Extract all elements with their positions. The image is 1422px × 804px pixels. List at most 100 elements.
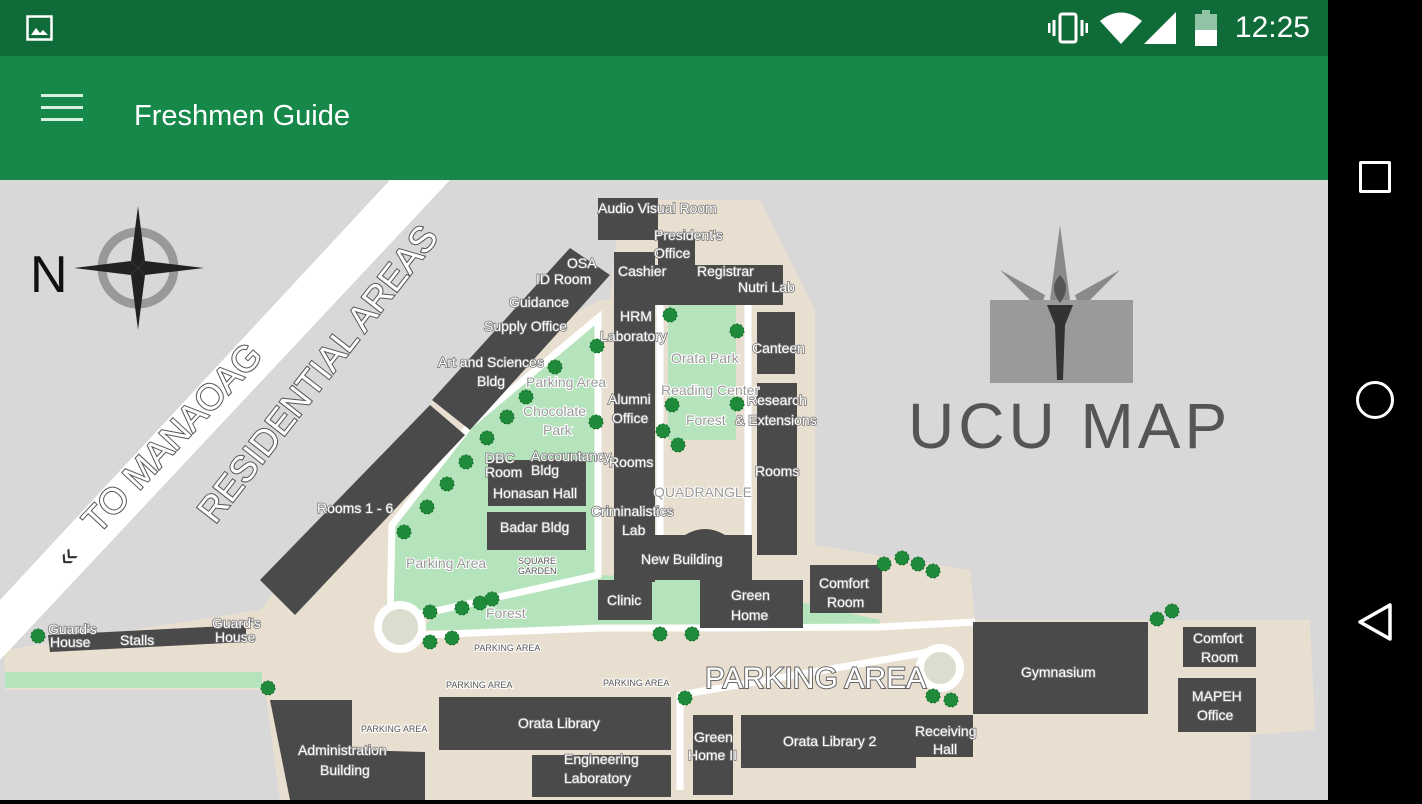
- tree-icon: [444, 630, 460, 646]
- svg-text:PARKING AREA: PARKING AREA: [705, 662, 926, 695]
- building-label-comfort1b[interactable]: Room: [826, 593, 865, 611]
- building-label-guard2[interactable]: Guard's: [211, 614, 261, 632]
- building-label-stalls[interactable]: Stalls: [119, 631, 155, 649]
- navigation-bar: [1328, 0, 1422, 800]
- tree-icon: [677, 690, 693, 706]
- tree-icon: [547, 359, 563, 375]
- area-label-parking1[interactable]: Parking Area: [525, 373, 607, 391]
- building-label-receiving[interactable]: Receiving: [914, 722, 977, 740]
- building-label-receiving2[interactable]: Hall: [932, 740, 958, 758]
- building-label-guidance[interactable]: Guidance: [508, 293, 570, 311]
- vibrate-icon: [1048, 12, 1088, 44]
- building-label-honasan[interactable]: Honasan Hall: [492, 484, 578, 502]
- building-label-hrm2[interactable]: Laboratory: [599, 327, 668, 345]
- building-label-registrar[interactable]: Registrar: [696, 262, 755, 280]
- home-icon[interactable]: [1356, 381, 1394, 419]
- area-label-square2[interactable]: GARDEN: [517, 565, 558, 577]
- image-icon: [26, 15, 53, 41]
- area-label-forest2[interactable]: Forest: [485, 604, 527, 622]
- building-label-mapeh2[interactable]: Office: [1196, 706, 1234, 724]
- tree-icon: [943, 692, 959, 708]
- tree-icon: [876, 556, 892, 572]
- campus-map[interactable]: N UCU MAP TO MANAOAG RESIDENTIAL AREAS P…: [0, 180, 1328, 800]
- tree-icon: [729, 396, 745, 412]
- building-label-rooms-b[interactable]: Rooms: [754, 462, 800, 480]
- building-label-arts2[interactable]: Bldg: [476, 372, 506, 390]
- building-label-admin2[interactable]: Building: [319, 761, 370, 779]
- building-label-cashier[interactable]: Cashier: [617, 262, 667, 280]
- building-label-id-room[interactable]: ID Room: [535, 270, 592, 288]
- building-label-comfort2[interactable]: Comfort: [1192, 629, 1243, 647]
- tree-icon: [454, 600, 470, 616]
- building-label-presidents[interactable]: President's: [653, 226, 723, 244]
- building-label-osa[interactable]: OSA: [566, 254, 598, 272]
- area-label-forest1[interactable]: Forest: [685, 411, 727, 429]
- building-label-dbc2[interactable]: Room: [484, 463, 523, 481]
- building-label-audio-visual[interactable]: Audio Visual Room: [597, 199, 717, 217]
- area-label-parking2[interactable]: Parking Area: [405, 554, 487, 572]
- building-label-new-building[interactable]: New Building: [640, 550, 723, 568]
- building-label-presidents2[interactable]: Office: [653, 244, 691, 262]
- building-label-comfort2b[interactable]: Room: [1200, 648, 1239, 666]
- area-label-reading[interactable]: Reading Center: [660, 381, 760, 399]
- building-label-crim[interactable]: Criminalistics: [590, 502, 674, 520]
- tree-icon: [925, 688, 941, 704]
- building-label-green-home2[interactable]: Home: [730, 606, 769, 624]
- area-label-pa4[interactable]: PARKING AREA: [360, 723, 428, 735]
- recent-apps-icon[interactable]: [1359, 161, 1391, 193]
- tree-icon: [518, 389, 534, 405]
- clock: 12:25: [1234, 11, 1310, 44]
- building-label-mapeh[interactable]: MAPEH: [1191, 687, 1242, 705]
- map-labels[interactable]: Audio Visual RoomPresident'sOfficeCashie…: [47, 199, 1243, 787]
- building-label-gym[interactable]: Gymnasium: [1020, 663, 1096, 681]
- building-label-research2[interactable]: & Extensions: [734, 411, 817, 429]
- building-label-guard1[interactable]: Guard's: [47, 620, 97, 638]
- wifi-icon: [1100, 12, 1142, 44]
- compass-north-label: N: [30, 246, 68, 304]
- building-label-nutri[interactable]: Nutri Lab: [737, 278, 796, 296]
- building-label-orata-lib[interactable]: Orata Library: [517, 714, 600, 732]
- area-label-orata-park[interactable]: Orata Park: [670, 349, 741, 367]
- tree-icon: [910, 556, 926, 572]
- building-label-rooms16[interactable]: Rooms 1 - 6: [316, 499, 394, 517]
- building-label-canteen[interactable]: Canteen: [751, 339, 806, 357]
- status-bar: 12:25: [0, 0, 1328, 56]
- area-label-pa2[interactable]: PARKING AREA: [445, 679, 513, 691]
- back-icon[interactable]: [1356, 602, 1394, 642]
- building-label-crim2[interactable]: Lab: [621, 521, 646, 539]
- area-label-quadrangle[interactable]: QUADRANGLE: [653, 483, 753, 501]
- building-label-engineering2[interactable]: Laboratory: [563, 769, 632, 787]
- building-label-supply[interactable]: Supply Office: [483, 317, 568, 335]
- tree-icon: [1149, 611, 1165, 627]
- building-label-comfort1[interactable]: Comfort: [818, 574, 869, 592]
- area-label-square[interactable]: SQUARE: [517, 555, 557, 567]
- building-label-alumni2[interactable]: Office: [611, 409, 649, 427]
- hamburger-menu-icon[interactable]: [41, 94, 83, 122]
- building-label-green-home-ii2[interactable]: Home II: [687, 746, 738, 764]
- building-label-accountancy[interactable]: Accountancy: [530, 447, 612, 465]
- building-label-research[interactable]: Research: [746, 391, 808, 409]
- area-label-chocolate2[interactable]: Park: [542, 421, 574, 439]
- area-label-pa3[interactable]: PARKING AREA: [602, 677, 670, 689]
- tree-icon: [662, 307, 678, 323]
- compass: N: [30, 206, 204, 330]
- building-label-hrm[interactable]: HRM: [619, 307, 652, 325]
- battery-icon: [1195, 10, 1217, 46]
- area-label-chocolate[interactable]: Chocolate: [522, 402, 587, 420]
- building-label-guard1b[interactable]: House: [49, 633, 91, 651]
- building-label-arts[interactable]: Art and Sciences: [437, 353, 544, 371]
- building-label-dbc[interactable]: DBC: [484, 449, 515, 467]
- building-label-green-home-ii[interactable]: Green: [693, 728, 734, 746]
- building-label-engineering[interactable]: Engineering: [563, 750, 639, 768]
- building-label-green-home[interactable]: Green: [730, 586, 771, 604]
- building-label-accountancy2[interactable]: Bldg: [530, 461, 560, 479]
- building-label-guard2b[interactable]: House: [214, 628, 256, 646]
- building-label-alumni[interactable]: Alumni: [607, 390, 651, 408]
- building-label-badar[interactable]: Badar Bldg: [499, 518, 570, 536]
- building-label-clinic[interactable]: Clinic: [606, 591, 642, 609]
- building-label-rooms-a[interactable]: Rooms: [608, 453, 654, 471]
- tree-icon: [589, 338, 605, 354]
- building-label-orata-lib2[interactable]: Orata Library 2: [782, 732, 877, 750]
- building-label-admin[interactable]: Administration: [297, 741, 387, 759]
- area-label-pa1[interactable]: PARKING AREA: [473, 642, 541, 654]
